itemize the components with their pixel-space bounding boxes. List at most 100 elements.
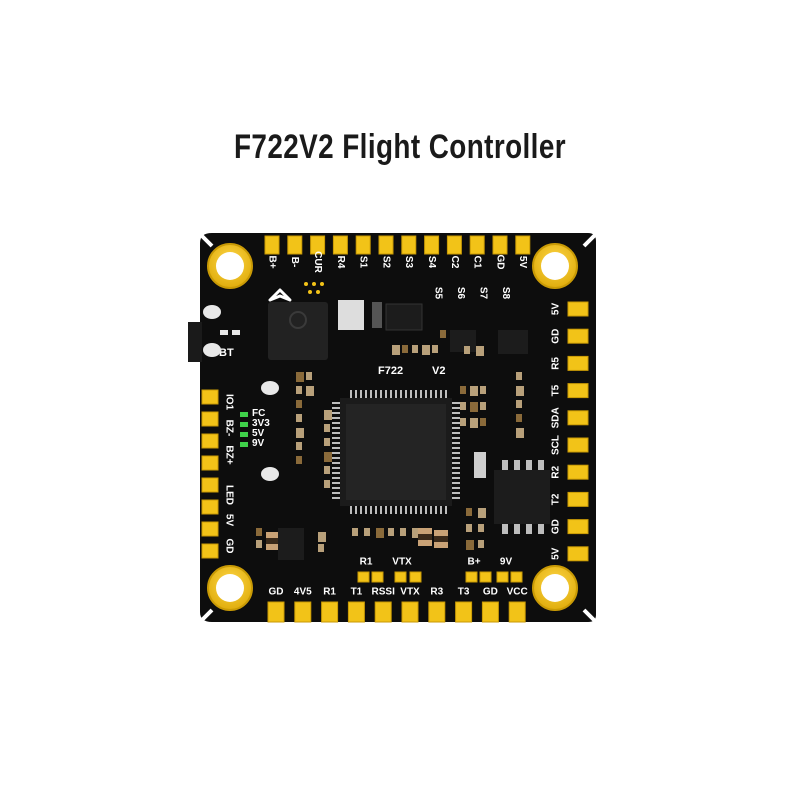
small-ic — [450, 330, 476, 352]
pad-label: VCC — [507, 587, 528, 598]
top-pad-row — [264, 235, 531, 255]
bt-label: BT — [219, 347, 234, 359]
solder-pad — [567, 355, 589, 371]
pad-label: C1 — [472, 256, 483, 269]
solder-pad — [201, 411, 219, 427]
led-label: 3V3 — [252, 418, 270, 429]
solder-pad — [310, 235, 326, 255]
pad-label: GD — [269, 587, 284, 598]
arrow-logo-icon — [268, 288, 292, 302]
led-label: 9V — [252, 438, 265, 449]
solder-pad — [567, 383, 589, 399]
passive-component — [296, 400, 302, 408]
solder-pad — [469, 235, 485, 255]
solder-pad — [357, 571, 370, 583]
passive-component — [516, 386, 524, 396]
page-title: F722V2 Flight Controller — [233, 128, 567, 166]
passive-component — [460, 418, 466, 426]
solder-pad — [567, 410, 589, 426]
passive-component — [324, 480, 330, 488]
pad-label: RSSI — [372, 587, 396, 598]
pad-label: T3 — [458, 587, 470, 598]
crystal — [338, 300, 364, 330]
passive-component — [412, 528, 420, 538]
pad-label: GD — [494, 255, 505, 270]
passive-component — [392, 345, 400, 355]
crystal — [474, 452, 486, 478]
power-ic — [494, 470, 550, 524]
passive-component — [516, 372, 522, 380]
solder-pad — [201, 433, 219, 449]
bottom-small-pads — [357, 571, 523, 583]
pad-label: R1 — [323, 587, 336, 598]
pad-label: S1 — [358, 256, 369, 269]
solder-pad — [409, 571, 422, 583]
pad-label: BZ- — [223, 420, 234, 437]
passive-component — [376, 528, 384, 538]
pad-label: S3 — [403, 256, 414, 269]
solder-pad — [287, 235, 303, 255]
pad-label: R1 — [360, 557, 373, 568]
pad-label: SCL — [551, 435, 562, 455]
passive-component — [296, 428, 304, 438]
solder-pad — [321, 601, 339, 623]
solder-pad — [371, 571, 384, 583]
solder-pad — [492, 235, 508, 255]
pad-label: IO1 — [223, 394, 234, 411]
pad-label: 5V — [223, 514, 234, 527]
solder-pad — [465, 571, 478, 583]
passive-component — [296, 372, 304, 382]
passive-component — [480, 402, 486, 410]
passive-component — [466, 540, 474, 550]
passive-component — [364, 528, 370, 536]
passive-component — [402, 345, 408, 353]
passive-component — [480, 418, 486, 426]
solder-pad — [201, 499, 219, 515]
passive-component — [324, 424, 330, 432]
pad-label: GD — [551, 519, 562, 534]
solder-pad — [428, 601, 446, 623]
pad-label: GD — [223, 539, 234, 554]
solder-pad — [567, 519, 589, 535]
solder-pad — [479, 571, 492, 583]
mcu-chip — [340, 398, 452, 506]
passive-component — [464, 346, 470, 354]
pad-label: CUR — [312, 251, 323, 273]
solder-pad — [496, 571, 509, 583]
passive-component — [478, 524, 484, 532]
solder-pad — [201, 389, 219, 405]
led-label: 5V — [252, 428, 265, 439]
pad-label: B+ — [266, 255, 277, 268]
pad-label: SDA — [551, 407, 562, 428]
solder-pad — [401, 601, 419, 623]
pad-label: 5V — [517, 256, 528, 269]
solder-pad — [515, 235, 531, 255]
bluetooth-module-icon — [268, 302, 328, 360]
passive-component — [296, 442, 302, 450]
passive-component — [296, 386, 302, 394]
passive-component — [352, 528, 358, 536]
board-name-left: F722 — [378, 365, 403, 377]
pad-label: T5 — [551, 384, 562, 396]
pad-label: GD — [483, 587, 498, 598]
solder-pad — [264, 235, 280, 255]
pad-label: S6 — [455, 287, 466, 300]
pad-label: 9V — [500, 557, 513, 568]
passive-component — [480, 386, 486, 394]
left-pad-column — [201, 389, 219, 559]
solder-pad — [378, 235, 394, 255]
solder-pad — [355, 235, 371, 255]
solder-pad — [508, 601, 526, 623]
passive-component — [324, 410, 332, 420]
solder-pad — [455, 601, 473, 623]
bottom-pad-row — [267, 601, 526, 623]
regulator-ic — [278, 528, 304, 560]
pad-label: 5V — [551, 547, 562, 560]
solder-pad — [401, 235, 417, 255]
passive-component — [476, 346, 484, 356]
pad-label: C2 — [449, 256, 460, 269]
passive-component — [412, 345, 418, 353]
solder-pad — [446, 235, 462, 255]
pad-label: LED — [223, 485, 234, 505]
